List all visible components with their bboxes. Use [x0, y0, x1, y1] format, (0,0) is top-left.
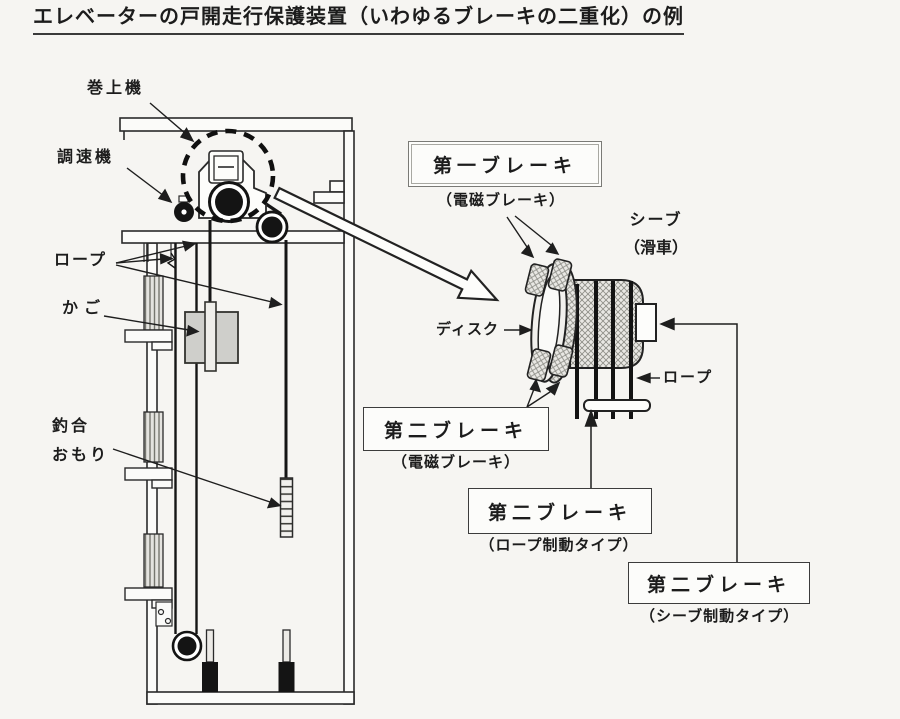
rope-arrows	[115, 240, 283, 309]
second-brake-rope-box: 第二ブレーキ	[468, 488, 652, 534]
second-brake-sheave-type-label: （シーブ制動タイプ）	[640, 608, 800, 625]
pit-floor	[146, 691, 355, 705]
page-title: エレベーターの戸開走行保護装置（いわゆるブレーキの二重化）の例	[33, 6, 684, 35]
counterweight-label: 釣合おもり	[52, 412, 109, 470]
tension-pulley-hub	[177, 636, 197, 656]
governor-arrow	[126, 167, 173, 204]
sheave-sub-label: （滑車）	[623, 240, 688, 257]
sheave-label: シーブ	[629, 212, 683, 229]
governor-label: 調速機	[57, 149, 115, 166]
traction-sheave-hub	[215, 188, 243, 216]
counterweight-label-line2: おもり	[52, 447, 110, 464]
second-brake-em-type-label: （電磁ブレーキ）	[391, 454, 520, 471]
counterweight-arrow	[112, 448, 282, 509]
guide-rail-sections	[143, 275, 164, 588]
brake-caliper-pads	[524, 258, 574, 382]
second-brake-rope-connector	[584, 408, 598, 488]
machine-floor-sill	[313, 191, 345, 204]
counterweight-buffer	[278, 629, 295, 692]
second-brake-sheave-box: 第二ブレーキ	[628, 562, 810, 604]
machine-floor-step	[329, 180, 345, 193]
disc-label: ディスク	[436, 321, 499, 338]
magnifier-dashed-circle	[180, 128, 276, 224]
machine-beam	[121, 230, 345, 244]
zoom-callout-arrow	[273, 186, 500, 302]
disc-arrow	[504, 324, 533, 336]
rope-arrow-right	[636, 372, 660, 384]
car-buffer	[202, 629, 218, 692]
car-sling	[204, 301, 217, 372]
second-brake-em-arrows	[526, 378, 561, 408]
rope-label-left: ロープ	[54, 252, 108, 269]
second-brake-rope-type-label: （ロープ制動タイプ）	[479, 537, 639, 554]
first-brake-arrows	[506, 215, 560, 259]
deflector-sheave-hub	[261, 216, 283, 238]
hoistway-right-wall	[343, 130, 355, 705]
rope-tensioner-bracket	[155, 601, 173, 627]
second-brake-sheave-label: 第二ブレーキ	[646, 574, 791, 596]
rope-hitch-mark	[166, 252, 176, 269]
first-brake-label: 第一ブレーキ	[432, 155, 577, 177]
hoisting-machine-label: 巻上機	[87, 80, 145, 97]
hoistway-top-beam	[119, 117, 353, 132]
rope-label-right: ロープ	[663, 369, 714, 386]
counterweight-label-line1: 釣合	[52, 418, 91, 435]
second-brake-em-box: 第二ブレーキ	[363, 407, 549, 451]
hoisting-machine-arrow	[149, 102, 195, 143]
car-arrow	[103, 315, 200, 337]
second-brake-sheave-connector	[659, 317, 738, 562]
rope-brake-bar	[583, 399, 651, 412]
first-brake-box: 第一ブレーキ	[408, 141, 602, 187]
governor-drawing	[174, 195, 194, 222]
counterweight-drawing	[279, 477, 294, 538]
ropes	[166, 184, 288, 634]
second-brake-em-label: 第二ブレーキ	[383, 420, 528, 442]
car-label: かご	[62, 300, 107, 317]
sheave-shaft-cap	[635, 303, 657, 342]
first-brake-type-label: （電磁ブレーキ）	[436, 192, 565, 209]
second-brake-rope-label: 第二ブレーキ	[487, 502, 632, 524]
